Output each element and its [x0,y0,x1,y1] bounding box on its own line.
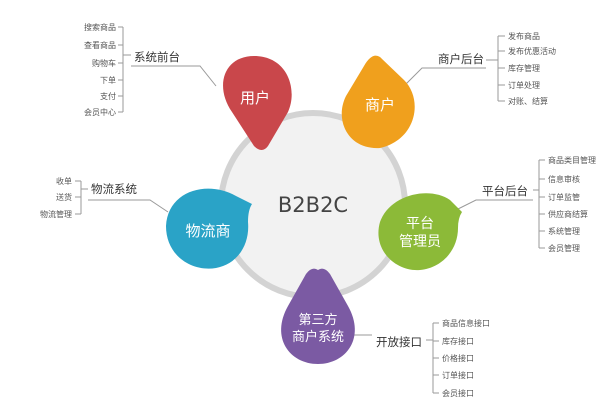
logistics-item: 物流管理 [40,209,72,219]
user-item: 搜索商品 [84,22,116,32]
logistics-drop [166,188,252,269]
user-label: 用户 [240,89,270,107]
user-branch-label: 系统前台 [134,50,180,64]
user-item: 查看商品 [84,40,116,50]
merchant-item: 发布优惠活动 [508,46,556,56]
third-party-bracket [346,322,439,394]
admin-item: 订单监管 [548,192,580,202]
center-label: B2B2C [278,193,348,217]
third-party-branch-label: 开放接口 [376,335,422,349]
logistics-group: 物流系统 收单 送货 物流管理 物流商 [40,176,252,269]
user-group: 系统前台 搜索商品 查看商品 购物车 下单 支付 会员中心 用户 [84,22,292,150]
merchant-drop [341,55,415,149]
third-party-item: 会员接口 [442,388,474,398]
admin-drop [378,193,462,271]
admin-group: 平台后台 商品类目管理 信息审核 订单监管 供应商结算 系统管理 会员管理 平台… [378,155,596,271]
user-item: 会员中心 [84,107,116,117]
merchant-item: 发布商品 [508,31,540,41]
logistics-bracket [75,180,169,215]
admin-item: 供应商结算 [548,209,588,219]
logistics-item: 收单 [56,176,72,186]
admin-item: 信息审核 [548,174,580,184]
merchant-item: 对账、结算 [508,96,548,106]
admin-item: 系统管理 [548,226,580,236]
admin-branch-label: 平台后台 [482,184,528,198]
logistics-branch-label: 物流系统 [91,182,137,196]
admin-item: 会员管理 [548,243,580,253]
user-item: 支付 [100,91,116,101]
admin-bracket [455,159,545,249]
third-party-item: 价格接口 [442,353,474,363]
admin-label-line2: 管理员 [399,234,441,250]
admin-label-line1: 平台 [406,216,434,232]
user-drop [223,56,292,150]
merchant-branch-label: 商户后台 [438,52,484,66]
third-party-group: 开放接口 商品信息接口 库存接口 价格接口 订单接口 会员接口 第三方 商户系统 [281,268,490,398]
admin-item: 商品类目管理 [548,155,596,165]
third-party-label-line2: 商户系统 [292,329,344,345]
third-party-item: 库存接口 [442,336,474,346]
merchant-item: 订单处理 [508,80,540,90]
logistics-label: 物流商 [185,222,230,240]
third-party-item: 订单接口 [442,370,474,380]
third-party-drop [281,268,355,364]
user-item: 下单 [100,75,116,85]
merchant-bracket [403,35,505,102]
third-party-item: 商品信息接口 [442,318,490,328]
third-party-label-line1: 第三方 [298,312,337,328]
merchant-label: 商户 [365,96,395,114]
user-item: 购物车 [92,58,116,68]
user-bracket [118,26,217,113]
merchant-group: 商户后台 发布商品 发布优惠活动 库存管理 订单处理 对账、结算 商户 [341,31,556,149]
merchant-item: 库存管理 [508,63,540,73]
logistics-item: 送货 [56,192,72,202]
